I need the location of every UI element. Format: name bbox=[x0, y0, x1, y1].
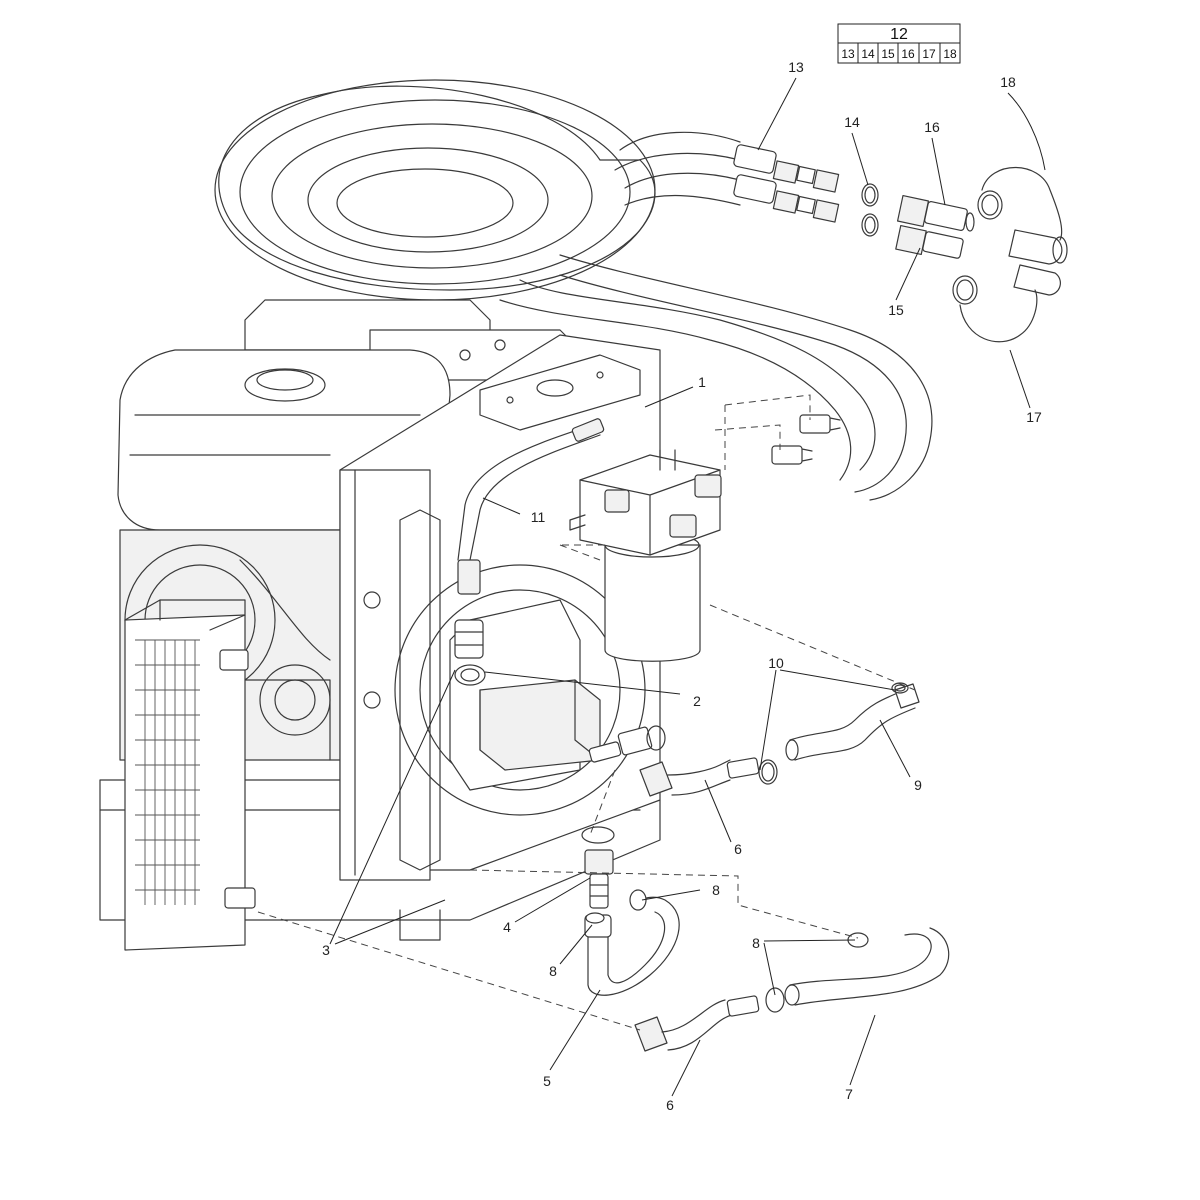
callout-8-c: 8 bbox=[752, 935, 760, 951]
hose-clamp bbox=[585, 889, 869, 1013]
callout-11: 11 bbox=[531, 509, 546, 525]
callout-10: 10 bbox=[768, 655, 784, 671]
callout-2: 2 bbox=[693, 693, 701, 709]
callout-16: 16 bbox=[924, 119, 940, 135]
valve-block bbox=[569, 449, 722, 556]
return-hose-lower bbox=[634, 995, 760, 1052]
callout-3: 3 bbox=[322, 942, 330, 958]
hose-clamp bbox=[758, 682, 909, 785]
callout-labels: 1 2 3 4 5 6 6 7 8 8 8 9 10 11 13 14 15 1… bbox=[322, 59, 1042, 1113]
callout-6-upper: 6 bbox=[734, 841, 742, 857]
straight-fitting bbox=[581, 826, 615, 909]
callout-9: 9 bbox=[914, 777, 922, 793]
kit-table-cell: 16 bbox=[901, 47, 915, 61]
suction-hose bbox=[584, 896, 680, 996]
callout-14: 14 bbox=[844, 114, 860, 130]
pressure-hose bbox=[457, 418, 605, 595]
hydraulic-pump bbox=[454, 619, 666, 771]
o-ring bbox=[861, 183, 879, 237]
callout-15: 15 bbox=[888, 302, 904, 318]
kit-table-cell: 18 bbox=[943, 47, 957, 61]
dust-cap bbox=[952, 167, 1068, 343]
kit-table-cell: 17 bbox=[922, 47, 936, 61]
return-hose-upper bbox=[639, 757, 760, 797]
kit-table-cell: 15 bbox=[881, 47, 895, 61]
kit-table: 12 13 14 15 16 17 18 bbox=[837, 23, 961, 64]
hose-crimp-fittings bbox=[733, 144, 1068, 343]
callout-13: 13 bbox=[788, 59, 804, 75]
assembly-guide-lines bbox=[257, 394, 916, 1031]
quick-coupler bbox=[895, 194, 975, 259]
kit-table-header: 12 bbox=[890, 26, 908, 43]
hose-7 bbox=[784, 927, 950, 1006]
kit-table-cell: 14 bbox=[861, 47, 875, 61]
callout-18: 18 bbox=[1000, 74, 1016, 90]
callout-7: 7 bbox=[845, 1086, 853, 1102]
callout-5: 5 bbox=[543, 1073, 551, 1089]
callout-1: 1 bbox=[698, 374, 706, 390]
callout-leaders bbox=[329, 77, 1046, 1097]
callout-6-lower: 6 bbox=[666, 1097, 674, 1113]
hose-9 bbox=[785, 683, 920, 761]
hose-end-fitting bbox=[771, 414, 841, 465]
callout-8-a: 8 bbox=[712, 882, 720, 898]
callout-17: 17 bbox=[1026, 409, 1042, 425]
callout-8-b: 8 bbox=[549, 963, 557, 979]
kit-table-cell: 13 bbox=[841, 47, 855, 61]
oil-cooler bbox=[124, 599, 256, 951]
callout-4: 4 bbox=[503, 919, 511, 935]
